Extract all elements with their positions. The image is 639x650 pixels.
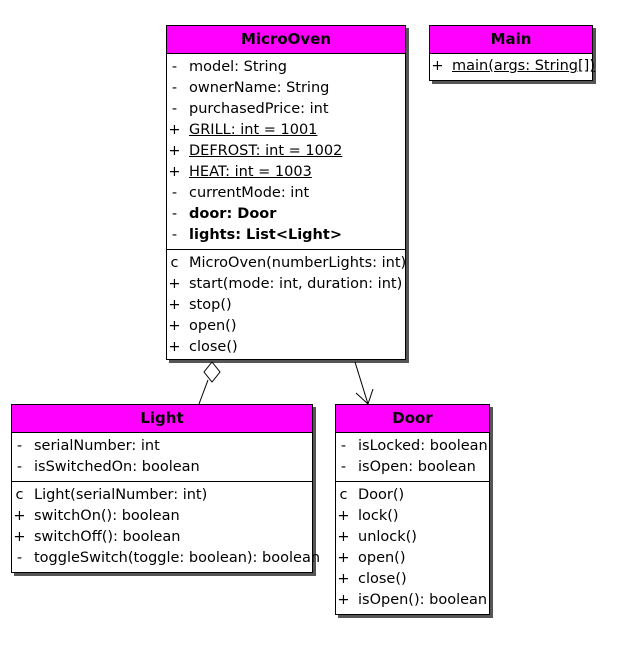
attribute-row: -currentMode: int — [171, 185, 310, 201]
operation-row: +open() — [337, 550, 406, 566]
operation-row-static: +main(args: String[]) — [431, 58, 595, 74]
attribute-row: -ownerName: String — [171, 80, 330, 96]
attribute-row: -serialNumber: int — [16, 438, 160, 454]
attribute-row: -isSwitchedOn: boolean — [16, 459, 200, 475]
operation-row: +unlock() — [337, 529, 417, 545]
attribute-row-static: +HEAT: int = 1003 — [168, 164, 312, 180]
class-microoven[interactable]: MicroOven -model: String -ownerName: Str… — [166, 25, 406, 360]
operation-row: +close() — [168, 339, 238, 355]
class-name-light: Light — [12, 405, 312, 433]
attribute-row: -isLocked: boolean — [340, 438, 488, 454]
operation-row: -toggleSwitch(toggle: boolean): boolean — [16, 550, 321, 566]
class-name-door: Door — [336, 405, 489, 433]
association-microoven-door[interactable] — [354, 361, 374, 405]
operation-row: +close() — [337, 571, 407, 587]
operation-row: +lock() — [337, 508, 399, 524]
operation-row: +stop() — [168, 297, 232, 313]
attributes-light: -serialNumber: int -isSwitchedOn: boolea… — [12, 433, 312, 481]
aggregation-microoven-light[interactable] — [198, 361, 221, 405]
attribute-row: -model: String — [171, 59, 287, 75]
attribute-row-static: +GRILL: int = 1001 — [168, 122, 318, 138]
operation-row: +switchOn(): boolean — [13, 508, 180, 524]
attribute-row-association: -door: Door — [171, 206, 277, 222]
class-door[interactable]: Door -isLocked: boolean -isOpen: boolean… — [335, 404, 490, 615]
operation-row: +open() — [168, 318, 237, 334]
attributes-microoven: -model: String -ownerName: String -purch… — [167, 54, 405, 249]
class-name-microoven: MicroOven — [167, 26, 405, 54]
aggregation-diamond-icon — [203, 361, 221, 383]
operation-row: +start(mode: int, duration: int) — [168, 276, 403, 292]
aggregation-line — [198, 379, 209, 405]
association-line — [354, 361, 369, 405]
operation-row: +switchOff(): boolean — [13, 529, 181, 545]
attributes-door: -isLocked: boolean -isOpen: boolean — [336, 433, 489, 481]
association-arrowhead-icon — [355, 388, 374, 405]
class-name-main: Main — [430, 26, 592, 54]
operations-main: +main(args: String[]) — [430, 54, 595, 80]
class-light[interactable]: Light -serialNumber: int -isSwitchedOn: … — [11, 404, 321, 573]
attribute-row: -isOpen: boolean — [340, 459, 476, 475]
operation-row: +isOpen(): boolean — [337, 592, 488, 608]
attribute-row-association: -lights: List<Light> — [171, 227, 342, 243]
attribute-row: -purchasedPrice: int — [171, 101, 329, 117]
attribute-row-static: +DEFROST: int = 1002 — [168, 143, 343, 159]
class-main[interactable]: Main +main(args: String[]) — [429, 25, 595, 81]
